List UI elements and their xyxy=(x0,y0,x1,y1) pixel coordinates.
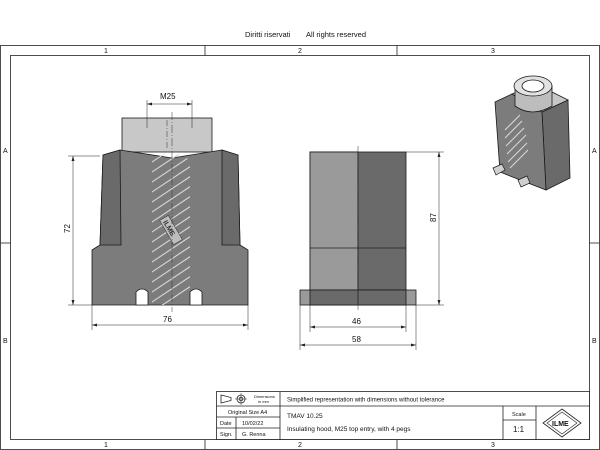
dim-front-width: 76 xyxy=(163,315,172,324)
date-value: 10/02/22 xyxy=(242,421,263,427)
sign-value: G. Renna xyxy=(242,432,266,438)
scale-label: Scale xyxy=(512,412,526,418)
dimension-unit-sublabel: in mm xyxy=(258,399,270,404)
zone-row-a-left: A xyxy=(3,148,8,155)
tolerance-note: Simplified representation with dimension… xyxy=(287,398,445,404)
zone-col-3-top: 3 xyxy=(491,48,495,55)
svg-text:ILME: ILME xyxy=(552,421,569,428)
dim-front-height: 72 xyxy=(63,224,72,233)
scale-value: 1:1 xyxy=(513,425,525,434)
ilme-logo: ILME xyxy=(542,408,582,438)
zone-col-2-top: 2 xyxy=(298,48,302,55)
zone-row-b-left: B xyxy=(3,338,8,345)
dimension-unit-label: Dimensions xyxy=(254,394,275,399)
front-dimensions: M25 72 76 xyxy=(63,92,249,330)
original-size-label: Original Size A4 xyxy=(228,410,267,416)
projection-symbol-icon xyxy=(220,393,247,405)
part-description: Insulating hood, M25 top entry, with 4 p… xyxy=(287,426,411,433)
rights-reserved-it: Diritti riservati xyxy=(245,30,291,39)
zone-col-2-bottom: 2 xyxy=(298,442,302,449)
dim-thread: M25 xyxy=(160,92,176,101)
dim-side-outer-width: 58 xyxy=(352,335,361,344)
title-block: Dimensions in mm Simplified representati… xyxy=(216,391,590,440)
isometric-view xyxy=(492,75,571,191)
zone-row-a-right: A xyxy=(592,148,597,155)
rights-reserved-en: All rights reserved xyxy=(306,30,366,39)
zone-col-1-bottom: 1 xyxy=(104,442,108,449)
dim-side-height: 87 xyxy=(429,213,438,222)
zone-col-3-bottom: 3 xyxy=(491,442,495,449)
side-view xyxy=(299,146,417,312)
part-number: TMAV 10.25 xyxy=(287,413,323,420)
zone-row-b-right: B xyxy=(592,338,597,345)
side-dimensions: 87 46 58 xyxy=(299,151,444,350)
date-label: Date xyxy=(220,421,232,427)
sign-label: Sign. xyxy=(220,432,233,438)
zone-col-1-top: 1 xyxy=(104,48,108,55)
front-view: ILME xyxy=(91,112,249,312)
dim-side-inner-width: 46 xyxy=(352,317,361,326)
